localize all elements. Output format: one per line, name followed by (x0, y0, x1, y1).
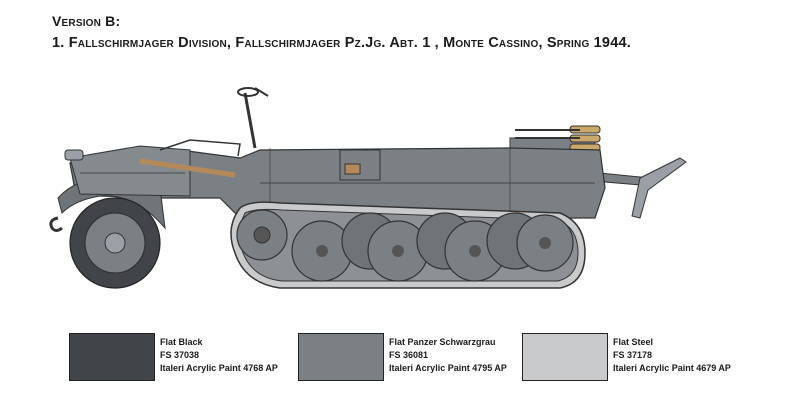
swatch-name: Flat Black (160, 337, 203, 347)
swatch-flat-black (69, 333, 155, 381)
swatch-panzer-label: Flat Panzer Schwarzgrau FS 36081 Italeri… (389, 336, 507, 375)
header: Version B: 1. Fallschirmjager Division, … (52, 10, 631, 54)
wooden-crate (344, 163, 361, 175)
version-title: Version B: (52, 13, 121, 29)
road-wheels (291, 212, 574, 282)
swatch-fs-code: FS 37178 (613, 350, 653, 360)
wooden-handle (139, 158, 236, 178)
rear-jack (631, 157, 687, 219)
swatch-paint-ref: Italeri Acrylic Paint 4768 AP (160, 363, 278, 373)
swatch-flat-black-label: Flat Black FS 37038 Italeri Acrylic Pain… (160, 336, 278, 375)
scheme-description: 1. Fallschirmjager Division, Fallschirmj… (52, 35, 631, 51)
swatch-fs-code: FS 37038 (160, 350, 200, 360)
windscreen (159, 139, 241, 157)
front-wheel (69, 197, 161, 289)
steering-column (237, 87, 269, 149)
color-legend: Flat Black FS 37038 Italeri Acrylic Pain… (0, 333, 800, 383)
halftrack-profile-illustration (49, 87, 687, 289)
headlight (64, 149, 84, 161)
swatch-flat-panzer-schwarzgrau (298, 333, 384, 381)
tow-hook (49, 216, 63, 232)
drive-sprocket (236, 209, 288, 261)
swatch-fs-code: FS 36081 (389, 350, 429, 360)
swatch-flat-steel (522, 333, 608, 381)
swatch-flat-steel-label: Flat Steel FS 37178 Italeri Acrylic Pain… (613, 336, 731, 375)
swatch-paint-ref: Italeri Acrylic Paint 4679 AP (613, 363, 731, 373)
swatch-paint-ref: Italeri Acrylic Paint 4795 AP (389, 363, 507, 373)
swatch-name: Flat Panzer Schwarzgrau (389, 337, 496, 347)
swatch-name: Flat Steel (613, 337, 654, 347)
bonnet (69, 145, 191, 197)
